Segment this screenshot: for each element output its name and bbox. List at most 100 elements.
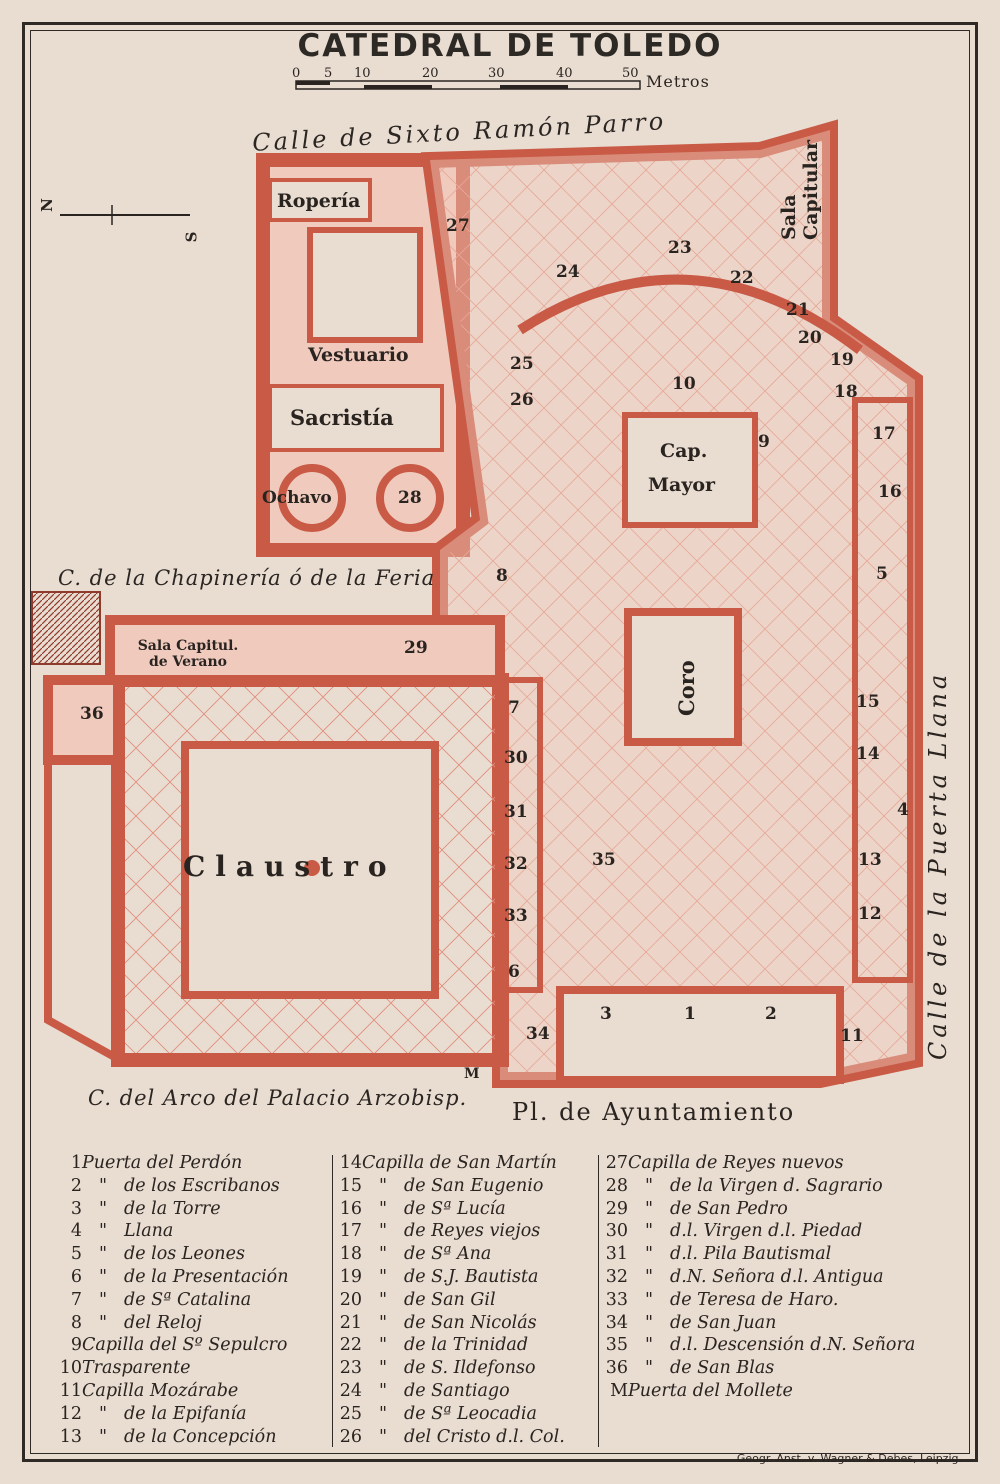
scale-tick: 40: [556, 66, 573, 81]
plan-number: 1: [684, 1004, 696, 1024]
plan-number: 5: [876, 564, 888, 584]
legend-entry: 32"d.N. Señora d.l. Antigua: [602, 1266, 974, 1289]
legend-text: Capilla Mozárabe: [82, 1380, 239, 1401]
legend-number: 29: [605, 1198, 628, 1219]
legend-ditto: ": [98, 1221, 108, 1242]
legend-entry: 12"de la Epifanía: [56, 1403, 328, 1426]
legend-text: de la Epifanía: [124, 1403, 247, 1424]
plan-number: 12: [858, 904, 882, 924]
legend-ditto: ": [378, 1403, 388, 1424]
plan-number: 30: [504, 748, 528, 768]
legend-number: 24: [339, 1380, 362, 1401]
legend-divider: [332, 1155, 333, 1447]
room-vestuario: Vestuario: [308, 344, 409, 366]
room-sala-verano: Sala Capitul. de Verano: [118, 638, 258, 670]
plan-number: 27: [446, 216, 470, 236]
legend-ditto: ": [644, 1198, 654, 1219]
legend-entry: 17"de Reyes viejos: [336, 1220, 596, 1243]
legend-entry: 21"de San Nicolás: [336, 1312, 596, 1335]
legend-number: 9: [70, 1335, 82, 1356]
legend-text: de la Virgen d. Sagrario: [670, 1175, 883, 1196]
legend-number: 26: [339, 1426, 362, 1447]
legend-entry: 27Capilla de Reyes nuevos: [602, 1152, 974, 1175]
scale-tick: 0: [292, 66, 301, 81]
legend-number: 1: [70, 1153, 82, 1173]
legend-number: 34: [605, 1312, 628, 1333]
map-frame-inner: [30, 30, 970, 1454]
legend-text: de S.J. Bautista: [404, 1266, 539, 1287]
legend-entry: 34"de San Juan: [602, 1312, 974, 1335]
cathedral-body: [420, 119, 923, 1088]
legend-ditto: ": [378, 1358, 388, 1379]
legend-number: 18: [339, 1244, 362, 1265]
legend-entry: 36"de San Blas: [602, 1357, 974, 1380]
legend-number: 27: [605, 1153, 628, 1173]
legend-text: de Teresa de Haro.: [670, 1289, 839, 1310]
legend-entry: 18"de Sª Ana: [336, 1243, 596, 1266]
plan-number: 31: [504, 802, 528, 822]
plan-number: M: [464, 1066, 480, 1082]
legend-number: 33: [605, 1289, 628, 1310]
street-east: Calle de la Puerta Llana: [924, 670, 952, 1060]
room-sala-capitular-a: Sala: [778, 194, 800, 240]
legend-entry: 26"del Cristo d.l. Col.: [336, 1426, 596, 1449]
legend-text: de la Torre: [124, 1198, 221, 1219]
legend-ditto: ": [644, 1358, 654, 1379]
room-roperia: Ropería: [277, 190, 361, 212]
plan-number: 21: [786, 300, 810, 320]
legend-number: 21: [339, 1312, 362, 1333]
legend-number: M: [610, 1380, 628, 1401]
legend-text: de Sª Ana: [404, 1244, 492, 1265]
plan-number: 26: [510, 390, 534, 410]
room-ochavo: Ochavo: [262, 488, 332, 508]
plan-number: 32: [504, 854, 528, 874]
legend-entry: MPuerta del Mollete: [602, 1380, 974, 1403]
legend-text: Puerta del Perdón: [82, 1153, 243, 1173]
cloister-block: [31, 591, 509, 1067]
legend-ditto: ": [644, 1266, 654, 1287]
legend-entry: 33"de Teresa de Haro.: [602, 1289, 974, 1312]
legend-ditto: ": [378, 1426, 388, 1447]
plaza-ayuntamiento: Pl. de Ayuntamiento: [512, 1098, 796, 1126]
legend-number: 13: [59, 1426, 82, 1447]
legend-entry: 22"de la Trinidad: [336, 1334, 596, 1357]
legend-number: 8: [70, 1312, 82, 1333]
plan-number: 8: [496, 566, 508, 586]
legend-number: 25: [339, 1403, 362, 1424]
legend-text: Capilla de Reyes nuevos: [628, 1153, 844, 1173]
legend-number: 28: [605, 1175, 628, 1196]
legend-text: de la Presentación: [124, 1266, 289, 1287]
plan-number: 2: [765, 1004, 777, 1024]
legend-ditto: ": [644, 1335, 654, 1356]
scale-tick: 20: [422, 66, 439, 81]
legend-text: Capilla de San Martín: [362, 1153, 557, 1173]
plan-number: 14: [856, 744, 880, 764]
legend-entry: 1Puerta del Perdón: [56, 1152, 328, 1175]
room-sacristia: Sacristía: [290, 405, 394, 430]
room-coro: Coro: [674, 660, 699, 716]
legend-ditto: ": [644, 1175, 654, 1196]
legend-entry: 15"de San Eugenio: [336, 1175, 596, 1198]
legend-entry: 28 " de la Virgen d. Sagrario: [602, 1175, 974, 1198]
legend-ditto: ": [644, 1312, 654, 1333]
legend-ditto: ": [98, 1266, 108, 1287]
plan-number: 13: [858, 850, 882, 870]
plan-number: 34: [526, 1024, 550, 1044]
legend-number: 4: [70, 1221, 82, 1242]
legend-entry: 30"d.l. Virgen d.l. Piedad: [602, 1220, 974, 1243]
legend-text: Puerta del Mollete: [628, 1380, 793, 1401]
legend-text: de Sª Catalina: [124, 1289, 252, 1310]
legend-text: d.N. Señora d.l. Antigua: [670, 1266, 884, 1287]
legend-text: de Sª Lucía: [404, 1198, 506, 1219]
legend-entry: 8"del Reloj: [56, 1312, 328, 1335]
plan-number: 35: [592, 850, 616, 870]
legend-ditto: ": [378, 1335, 388, 1356]
plan-number: 22: [730, 268, 754, 288]
legend-ditto: ": [98, 1312, 108, 1333]
legend-entry: 2"de los Escribanos: [56, 1175, 328, 1198]
scale-tick: 50: [622, 66, 639, 81]
legend-number: 10: [59, 1358, 82, 1379]
